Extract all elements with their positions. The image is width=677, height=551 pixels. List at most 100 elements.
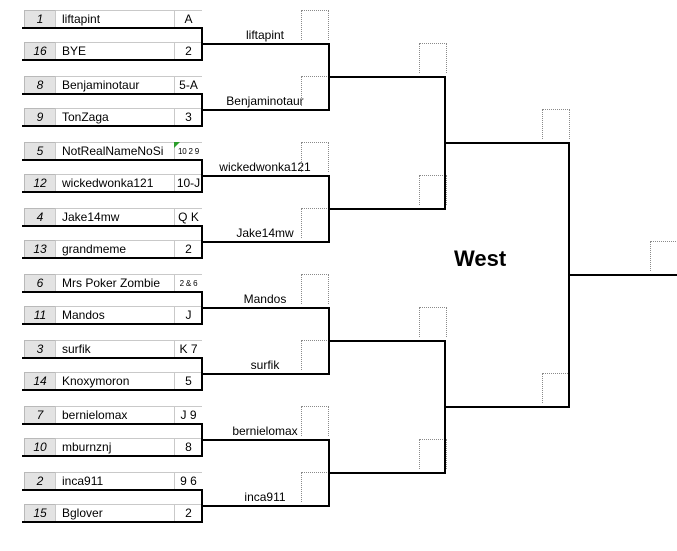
entry-baseline <box>22 59 202 61</box>
player-name[interactable]: Mrs Poker Zombie <box>56 274 174 291</box>
round3-line <box>328 472 446 474</box>
hand-value: 5 <box>174 372 202 389</box>
hand-value: 2 & 6 <box>174 274 202 291</box>
seed-number: 1 <box>24 10 56 27</box>
round2-winner[interactable]: Jake14mw <box>236 226 294 240</box>
seed-number: 11 <box>24 306 56 323</box>
seed-number: 5 <box>24 142 56 159</box>
player-name[interactable]: Benjaminotaur <box>56 76 174 93</box>
round3-line <box>328 208 446 210</box>
hand-value: 10-J <box>174 174 202 191</box>
player-name[interactable]: bernielomax <box>56 406 174 423</box>
round4-pick-box <box>542 373 570 403</box>
round2-pick-box <box>301 406 329 436</box>
hand-value: 8 <box>174 438 202 455</box>
round2-line <box>201 307 330 309</box>
seed-number: 3 <box>24 340 56 357</box>
player-name[interactable]: inca911 <box>56 472 174 489</box>
round3-pick-box <box>419 307 447 337</box>
hand-value: 2 <box>174 240 202 257</box>
region-label: West <box>454 246 507 271</box>
seed-number: 7 <box>24 406 56 423</box>
entry-baseline <box>22 389 202 391</box>
round2-pick-box <box>301 340 329 370</box>
player-name[interactable]: TonZaga <box>56 108 174 125</box>
entry-baseline <box>22 191 202 193</box>
player-name[interactable]: NotRealNameNoSi <box>56 142 174 159</box>
seed-number: 8 <box>24 76 56 93</box>
round2-winner[interactable]: liftapint <box>245 28 285 42</box>
round2-winner[interactable]: inca911 <box>244 490 286 504</box>
round2-line <box>201 175 330 177</box>
player-name[interactable]: grandmeme <box>56 240 174 257</box>
entry-baseline <box>22 357 202 359</box>
entry-baseline <box>22 423 202 425</box>
round4-line <box>444 142 570 144</box>
hand-value: 3 <box>174 108 202 125</box>
player-name[interactable]: mburnznj <box>56 438 174 455</box>
hand-value: A <box>174 10 202 27</box>
entry-baseline <box>22 291 202 293</box>
round2-winner[interactable]: wickedwonka121 <box>219 160 311 174</box>
hand-value: 2 <box>174 42 202 59</box>
entry-baseline <box>22 489 202 491</box>
round2-pick-box <box>301 142 329 172</box>
player-name[interactable]: Jake14mw <box>56 208 174 225</box>
seed-number: 6 <box>24 274 56 291</box>
seed-number: 12 <box>24 174 56 191</box>
hand-value: K 7 <box>174 340 202 357</box>
comment-marker-icon <box>174 142 180 148</box>
entry-baseline <box>22 93 202 95</box>
round3-pick-box <box>419 175 447 205</box>
round2-pick-box <box>301 208 329 238</box>
player-name[interactable]: Knoxymoron <box>56 372 174 389</box>
round2-pick-box <box>301 472 329 502</box>
round4-pick-box <box>542 109 570 139</box>
round2-pick-box <box>301 76 329 106</box>
round2-winner[interactable]: bernielomax <box>232 424 298 438</box>
seed-number: 13 <box>24 240 56 257</box>
seed-number: 16 <box>24 42 56 59</box>
entry-baseline <box>22 257 202 259</box>
round2-winner[interactable]: Mandos <box>243 292 287 306</box>
round2-line <box>201 241 330 243</box>
round3-line <box>328 76 446 78</box>
round2-pick-box <box>301 10 329 40</box>
hand-value: Q K <box>174 208 202 225</box>
entry-baseline <box>22 27 202 29</box>
region-final-line <box>568 274 677 276</box>
round2-line <box>201 109 330 111</box>
hand-value: 9 6 <box>174 472 202 489</box>
seed-number: 10 <box>24 438 56 455</box>
player-name[interactable]: Bglover <box>56 504 174 521</box>
entry-baseline <box>22 521 202 523</box>
round3-pick-box <box>419 43 447 73</box>
hand-value: J 9 <box>174 406 202 423</box>
seed-number: 15 <box>24 504 56 521</box>
round2-line <box>201 505 330 507</box>
region-final-pick-box <box>650 241 677 271</box>
player-name[interactable]: liftapint <box>56 10 174 27</box>
round2-line <box>201 43 330 45</box>
hand-value: 2 <box>174 504 202 521</box>
player-name[interactable]: BYE <box>56 42 174 59</box>
round2-line <box>201 439 330 441</box>
round4-line <box>444 406 570 408</box>
entry-baseline <box>22 323 202 325</box>
seed-number: 4 <box>24 208 56 225</box>
player-name[interactable]: Mandos <box>56 306 174 323</box>
hand-value: 10 2 9 <box>174 142 202 159</box>
round3-line <box>328 340 446 342</box>
seed-number: 2 <box>24 472 56 489</box>
player-name[interactable]: wickedwonka121 <box>56 174 174 191</box>
hand-value: 5-A <box>174 76 202 93</box>
seed-number: 9 <box>24 108 56 125</box>
round3-pick-box <box>419 439 447 469</box>
entry-baseline <box>22 125 202 127</box>
round2-winner[interactable]: Benjaminotaur <box>226 94 304 108</box>
seed-number: 14 <box>24 372 56 389</box>
hand-value: J <box>174 306 202 323</box>
round2-winner[interactable]: surfik <box>250 358 280 372</box>
round2-line <box>201 373 330 375</box>
player-name[interactable]: surfik <box>56 340 174 357</box>
